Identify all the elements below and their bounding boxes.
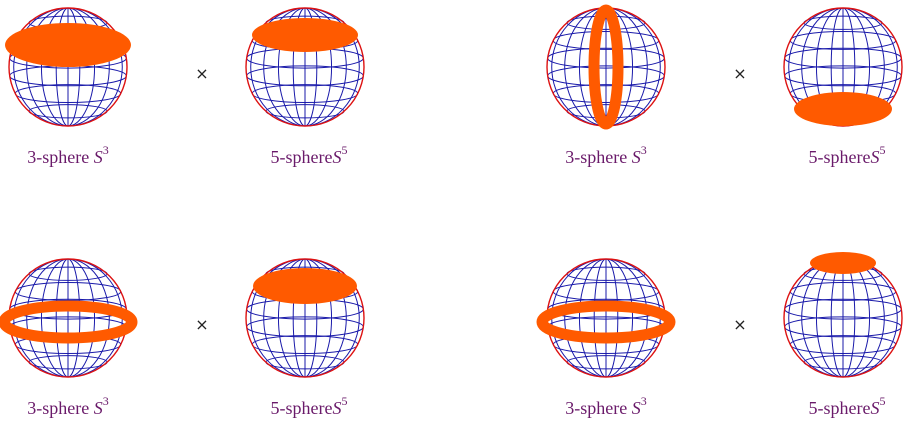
five-sphere-globe [246,8,364,126]
product-operator: × [195,64,208,83]
label-variable: S [94,398,103,418]
label-variable: S [870,398,879,418]
label-exponent: 5 [879,143,885,157]
five-sphere-globe [784,252,902,377]
three-sphere-label: 3-sphere S3 [27,143,108,167]
three-sphere-globe [4,259,132,377]
three-sphere-label: 3-sphere S3 [565,394,646,418]
label-text: 3-sphere [565,147,631,167]
three-sphere-globe [547,8,665,126]
product-operator: × [195,315,208,334]
label-variable: S [870,147,879,167]
label-exponent: 5 [341,143,347,157]
label-variable: S [94,147,103,167]
label-text: 3-sphere [565,398,631,418]
label-exponent: 3 [103,394,109,408]
product-operator: × [733,64,746,83]
five-sphere-label: 5-sphereS5 [809,394,886,418]
label-variable: S [332,398,341,418]
product-operator: × [733,315,746,334]
brane-cap [810,252,876,274]
label-exponent: 5 [341,394,347,408]
five-sphere-globe [246,259,364,377]
label-variable: S [332,147,341,167]
five-sphere-label: 5-sphereS5 [271,143,348,167]
brane-cap [253,268,357,304]
label-exponent: 3 [103,143,109,157]
label-text: 3-sphere [27,398,93,418]
brane-cap [794,92,892,126]
label-exponent: 3 [641,143,647,157]
label-text: 5-sphere [271,147,333,167]
label-text: 3-sphere [27,147,93,167]
three-sphere-globe [5,8,131,126]
label-variable: S [632,147,641,167]
label-variable: S [632,398,641,418]
brane-band [5,23,131,67]
three-sphere-label: 3-sphere S3 [565,143,646,167]
five-sphere-globe [784,8,902,126]
label-text: 5-sphere [809,398,871,418]
label-exponent: 5 [879,394,885,408]
three-sphere-globe [542,259,670,377]
brane-cap [252,18,358,52]
label-text: 5-sphere [809,147,871,167]
five-sphere-label: 5-sphereS5 [271,394,348,418]
label-exponent: 3 [641,394,647,408]
three-sphere-label: 3-sphere S3 [27,394,108,418]
label-text: 5-sphere [271,398,333,418]
five-sphere-label: 5-sphereS5 [809,143,886,167]
